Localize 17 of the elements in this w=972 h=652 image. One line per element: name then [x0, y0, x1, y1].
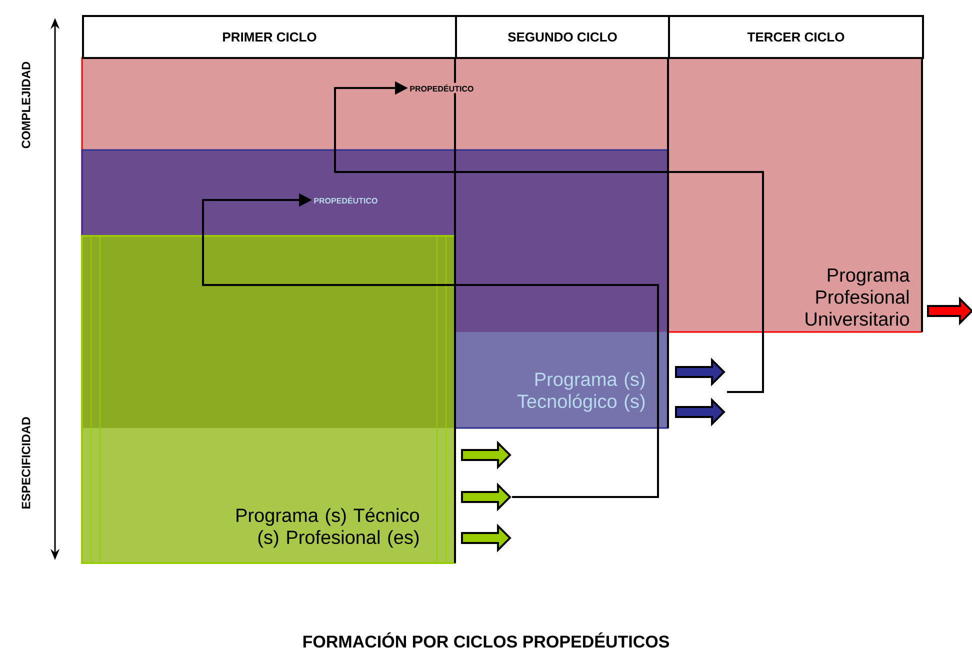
connector-arrow	[334, 81, 764, 393]
block-arrow	[461, 524, 512, 552]
axis-label: ESPECIFICIDAD	[22, 417, 30, 509]
column-header: TERCER CICLO	[668, 15, 924, 59]
block-arrow	[675, 398, 726, 426]
column-header: SEGUNDO CICLO	[455, 15, 670, 59]
connector-arrow	[202, 193, 659, 498]
block-arrow	[675, 358, 726, 386]
program-band: Programa (s) Técnico (s) Profesional (es)	[81, 235, 456, 564]
caption: FORMACIÓN POR CICLOS PROPEDÉUTICOS	[303, 632, 670, 648]
block-arrow	[461, 440, 512, 470]
block-arrow	[927, 296, 972, 326]
block-arrow	[461, 482, 512, 512]
propedeutic-label: PROPEDÉUTICO	[312, 194, 380, 206]
column-header: PRIMER CICLO	[82, 15, 457, 59]
axis-label: COMPLEJIDAD	[22, 62, 30, 148]
propedeutic-label: PROPEDÉUTICO	[408, 82, 476, 94]
